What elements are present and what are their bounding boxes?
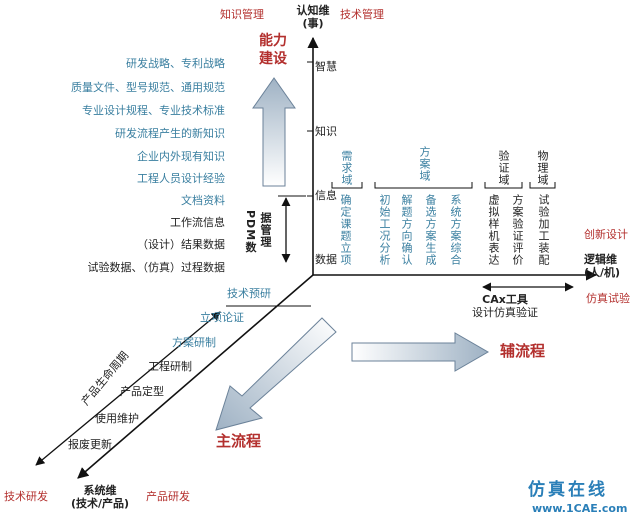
process-column: 初始工况分析 (378, 194, 391, 266)
cax-tools-label: CAx工具 设计仿真验证 (472, 293, 538, 319)
level-information: 信息 (315, 189, 337, 202)
aux-flow-arrow (351, 332, 490, 372)
verification-domain-bracket (484, 182, 523, 189)
left-list-item: （设计）结果数据 (137, 238, 225, 251)
lifecycle-item: 产品定型 (120, 385, 164, 398)
technology-management-label: 技术管理 (340, 8, 384, 21)
lifecycle-item: 方案研制 (172, 336, 216, 349)
level-data: 数据 (315, 253, 337, 266)
left-list-item: 专业设计规程、专业技术标准 (82, 104, 225, 117)
main-flow-label: 主流程 (216, 432, 262, 450)
knowledge-management-label: 知识管理 (220, 8, 264, 21)
lifecycle-item: 使用维护 (95, 412, 139, 425)
aux-flow-label: 辅流程 (500, 342, 546, 360)
tech-rd-label: 技术研发 (4, 490, 48, 503)
solution-domain-bracket (374, 182, 473, 189)
tech-forecast-label: 技术预研 (227, 287, 271, 300)
process-column: 确定课题立项 (339, 194, 352, 266)
product-rd-label: 产品研发 (146, 490, 190, 503)
process-column: 备选方案生成 (424, 194, 437, 266)
system-axis-label: 系统维 (技术/产品) (70, 484, 130, 510)
left-list-item: 研发战略、专利战略 (126, 57, 225, 70)
innovation-design-label: 创新设计 (584, 228, 628, 241)
left-list-item: 试验数据、（仿真）过程数据 (87, 261, 226, 274)
pdm-label-1: PDM数 (244, 210, 257, 254)
lifecycle-item: 工程研制 (148, 360, 192, 373)
physical-domain-label: 物理域 (536, 150, 549, 186)
cognitive-axis-label: 认知维 (事) (296, 4, 330, 30)
pdm-label-2: 据管理 (259, 212, 272, 248)
process-column: 系统方案综合 (449, 194, 462, 266)
lifecycle-item: 报废更新 (68, 438, 112, 451)
requirement-domain-bracket (331, 182, 363, 189)
main-flow-arrow (215, 317, 337, 431)
left-list-item: 工作流信息 (170, 216, 225, 229)
process-column: 方案验证评价 (511, 194, 524, 266)
lifecycle-item: 立项论证 (200, 311, 244, 324)
physical-domain-bracket (529, 182, 556, 189)
left-list-item: 工程人员设计经验 (137, 172, 225, 185)
process-column: 虚拟样机表达 (487, 194, 500, 266)
left-list-item: 研发流程产生的新知识 (115, 127, 225, 140)
verification-domain-label: 验证域 (497, 150, 510, 186)
process-column: 试验加工装配 (537, 194, 550, 266)
left-list-item: 质量文件、型号规范、通用规范 (71, 81, 225, 94)
requirement-domain-label: 需求域 (340, 150, 353, 186)
lifecycle-range-arrow (35, 311, 221, 466)
process-column: 解题方向确认 (400, 194, 413, 266)
left-list-item: 文档资料 (181, 194, 225, 207)
solution-domain-label: 方案域 (418, 146, 431, 182)
watermark-cn: 仿真在线 (528, 480, 608, 500)
level-knowledge: 知识 (315, 125, 337, 138)
logic-axis-label: 逻辑维 (人/机) (584, 253, 621, 279)
level-wisdom: 智慧 (315, 60, 337, 73)
capability-arrow (252, 77, 296, 187)
capability-building-label: 能力 建设 (259, 33, 287, 67)
simulation-test-label: 仿真试验 (586, 292, 630, 305)
left-list-item: 企业内外现有知识 (137, 150, 225, 163)
watermark-url: www.1CAE.com (532, 502, 628, 515)
